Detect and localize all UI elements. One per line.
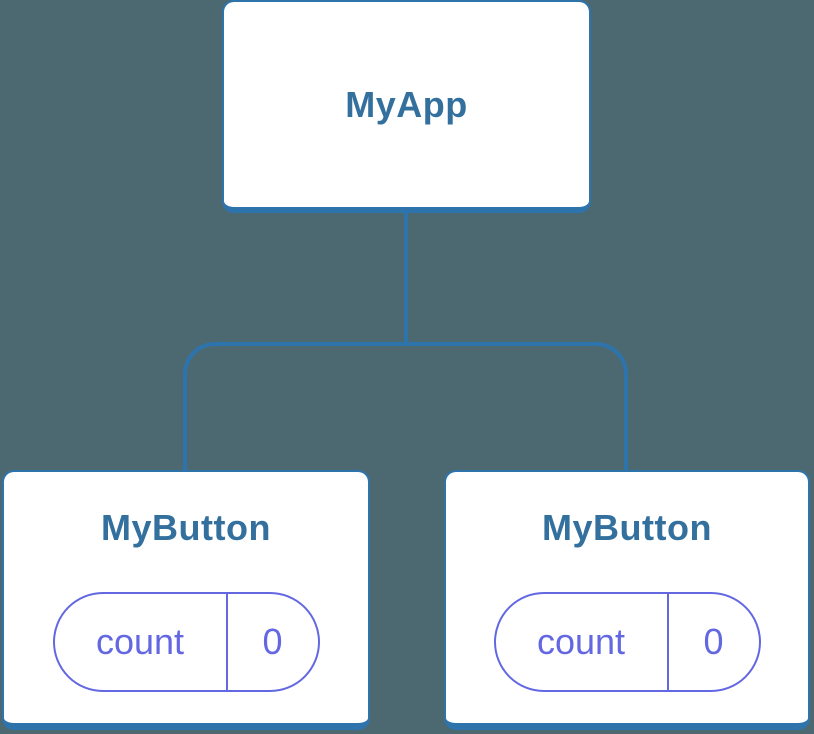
child-node-mybutton-2: MyButton count 0 (444, 470, 810, 730)
state-key: count (95, 621, 185, 662)
connector-bracket (183, 342, 628, 470)
state-value: 0 (262, 621, 283, 662)
pill-divider (225, 594, 228, 690)
state-value: 0 (703, 621, 724, 662)
pill-divider (666, 594, 669, 690)
node-title: MyApp (345, 83, 468, 125)
state-pill: count 0 (493, 592, 761, 692)
root-node-myapp: MyApp (222, 0, 591, 213)
state-key: count (536, 621, 626, 662)
node-title: MyButton (542, 507, 712, 548)
connector-stem (404, 213, 408, 345)
node-title: MyButton (101, 507, 271, 548)
child-node-mybutton-1: MyButton count 0 (2, 470, 370, 730)
state-pill: count 0 (52, 592, 320, 692)
